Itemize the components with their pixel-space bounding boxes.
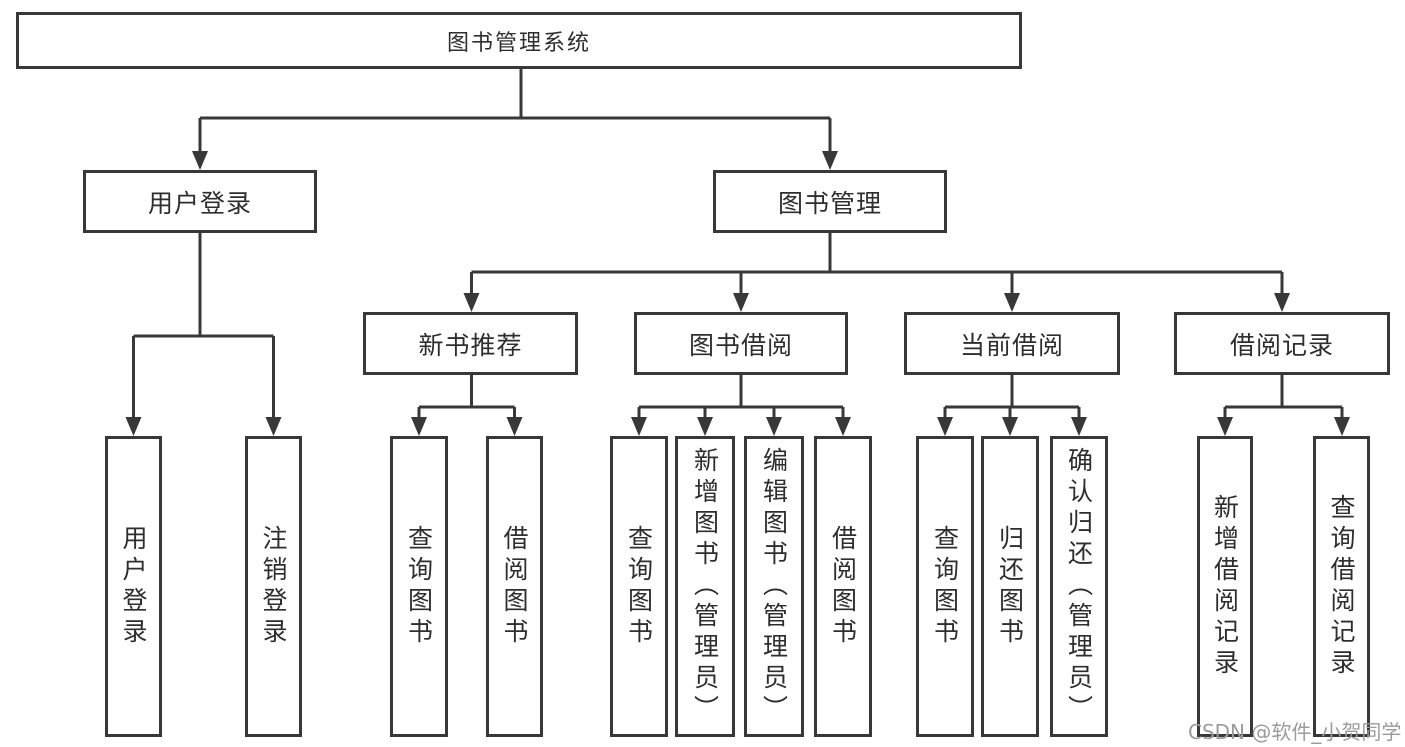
node-new-book-recommend: 新书推荐 [363, 312, 578, 375]
node-label: 用户登录 [147, 188, 252, 218]
node-label: 查询图书 [404, 524, 434, 649]
node-label: 注销登录 [259, 524, 288, 649]
node-label: 借阅记录 [1229, 330, 1334, 360]
csdn-watermark: CSDN @软件_小贺同学 [1188, 720, 1402, 744]
leaf-query-books-recommend: 查询图书 [390, 436, 448, 737]
node-label: 新增借阅记录 [1210, 493, 1240, 680]
node-label: 借阅图书 [500, 524, 529, 649]
node-label: 编辑图书（管理员） [759, 447, 789, 726]
node-label: 查询图书 [930, 524, 960, 649]
leaf-query-books-current: 查询图书 [916, 436, 974, 737]
leaf-query-borrow-record: 查询借阅记录 [1313, 436, 1370, 737]
node-label: 借阅图书 [828, 524, 858, 649]
leaf-edit-books-admin: 编辑图书（管理员） [744, 436, 804, 737]
node-label: 图书管理系统 [446, 30, 591, 56]
leaf-query-books-borrow: 查询图书 [610, 436, 668, 737]
node-label: 用户登录 [119, 524, 148, 649]
node-book-borrow: 图书借阅 [634, 312, 848, 375]
node-label: 当前借阅 [959, 330, 1064, 360]
node-label: 新书推荐 [418, 330, 523, 360]
leaf-borrow-books: 借阅图书 [814, 436, 872, 737]
node-current-borrow: 当前借阅 [904, 312, 1120, 375]
node-label: 查询图书 [624, 524, 654, 649]
node-user-login: 用户登录 [83, 170, 317, 233]
node-label: 图书借阅 [688, 330, 793, 360]
node-label: 查询借阅记录 [1327, 493, 1356, 680]
node-book-management: 图书管理 [713, 170, 947, 233]
node-label: 归还图书 [995, 524, 1025, 649]
node-library-system: 图书管理系统 [16, 12, 1022, 69]
leaf-confirm-return-admin: 确认归还（管理员） [1050, 436, 1108, 737]
node-label: 确认归还（管理员） [1064, 447, 1094, 726]
leaf-return-books: 归还图书 [981, 436, 1039, 737]
leaf-add-borrow-record: 新增借阅记录 [1197, 436, 1253, 737]
leaf-logout: 注销登录 [245, 436, 302, 737]
leaf-borrow-books-recommend: 借阅图书 [486, 436, 543, 737]
node-label: 图书管理 [777, 188, 882, 218]
node-borrow-records: 借阅记录 [1174, 312, 1390, 375]
leaf-add-books-admin: 新增图书（管理员） [675, 436, 735, 737]
leaf-user-login: 用户登录 [105, 436, 162, 737]
node-label: 新增图书（管理员） [690, 447, 720, 726]
